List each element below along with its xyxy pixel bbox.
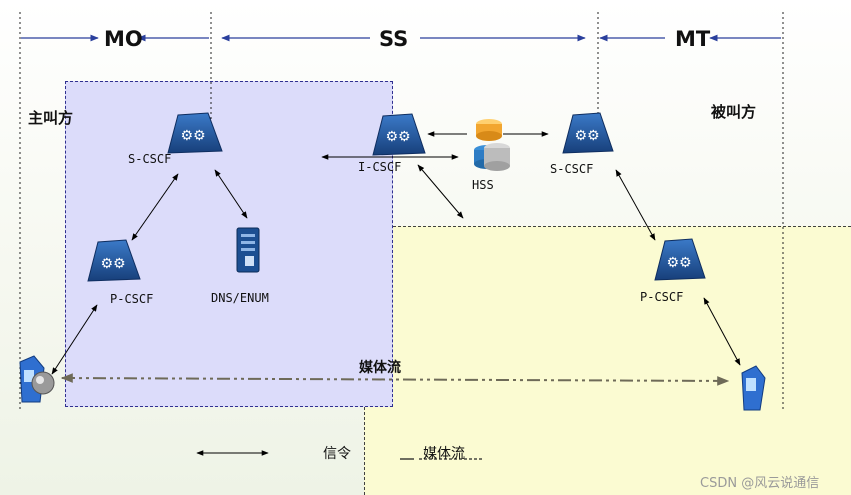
- hss-label: HSS: [472, 178, 494, 192]
- p-cscf-right-icon: ⚙⚙: [654, 238, 706, 281]
- i-cscf-label: I-CSCF: [358, 160, 402, 174]
- watermark: CSDN @风云说通信: [700, 476, 820, 491]
- hss-icon: [474, 119, 510, 171]
- svg-text:⚙⚙: ⚙⚙: [574, 128, 599, 144]
- svg-text:⚙⚙: ⚙⚙: [385, 129, 410, 145]
- s-cscf-left-label: S-CSCF: [128, 152, 172, 166]
- p-cscf-left-icon: ⚙⚙: [87, 239, 141, 282]
- media-flow-label: 媒体流: [359, 360, 401, 376]
- svg-text:⚙⚙: ⚙⚙: [180, 128, 205, 144]
- domain-label-mo: MO: [104, 27, 143, 51]
- media-flow-line: [60, 373, 730, 386]
- svg-text:⚙⚙: ⚙⚙: [666, 255, 691, 271]
- caller-phone-icon: [19, 355, 55, 403]
- s-cscf-right-label: S-CSCF: [550, 162, 594, 176]
- p-cscf-left-label: P-CSCF: [110, 292, 154, 306]
- i-cscf-icon: ⚙⚙: [372, 113, 426, 156]
- domain-boundaries: [19, 12, 784, 410]
- legend-signaling-label: 信令: [323, 446, 351, 462]
- domain-label-ss: SS: [379, 27, 409, 51]
- callee-phone-icon: [741, 365, 766, 411]
- legend-media-label: 媒体流: [423, 446, 465, 462]
- s-cscf-left-icon: ⚙⚙: [167, 112, 223, 154]
- mt-network-region-lower: [364, 407, 394, 495]
- mt-network-region: [393, 226, 851, 495]
- svg-text:⚙⚙: ⚙⚙: [100, 256, 125, 272]
- signaling-links: [51, 131, 741, 375]
- domain-label-mt: MT: [675, 27, 711, 51]
- dns-enum-label: DNS/ENUM: [211, 291, 269, 305]
- caller-label: 主叫方: [28, 109, 74, 127]
- p-cscf-right-label: P-CSCF: [640, 290, 684, 304]
- s-cscf-right-icon: ⚙⚙: [562, 112, 614, 154]
- callee-label: 被叫方: [711, 103, 757, 121]
- dns-enum-server-icon: [236, 227, 260, 273]
